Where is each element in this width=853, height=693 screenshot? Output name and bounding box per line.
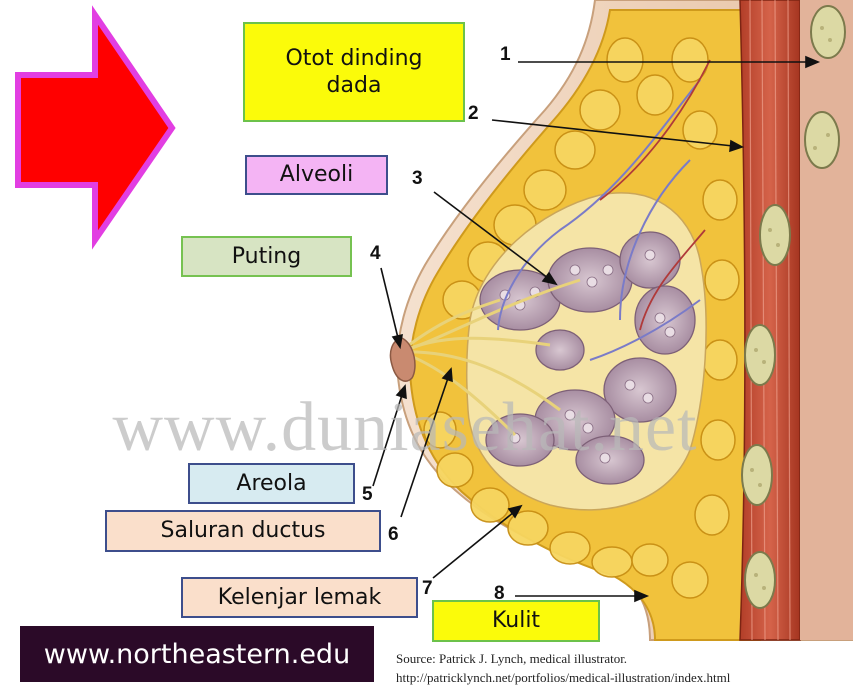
label-otot-dinding-dada: Otot dinding dada (243, 22, 465, 122)
red-arrow-icon (18, 15, 172, 240)
marker-number: 4 (370, 243, 381, 265)
marker-number: 8 (494, 583, 505, 605)
source-credit: Source: Patrick J. Lynch, medical illust… (396, 649, 730, 687)
label-puting: Puting (181, 236, 352, 277)
marker-number: 2 (468, 103, 479, 125)
source-line-1: Source: Patrick J. Lynch, medical illust… (396, 649, 730, 668)
label-kelenjar-lemak: Kelenjar lemak (181, 577, 418, 618)
marker-number: 7 (422, 578, 433, 600)
marker-number: 5 (362, 484, 373, 506)
label-saluran-ductus: Saluran ductus (105, 510, 381, 552)
marker-number: 6 (388, 524, 399, 546)
watermark-text: www.duniasehat.net (80, 388, 730, 468)
chest-muscle (740, 0, 800, 640)
label-kulit: Kulit (432, 600, 600, 642)
source-line-2: http://patricklynch.net/portfolios/medic… (396, 668, 730, 687)
marker-number: 3 (412, 168, 423, 190)
label-alveoli: Alveoli (245, 155, 388, 195)
marker-number: 1 (500, 44, 511, 66)
northeastern-banner: www.northeastern.edu (20, 626, 374, 682)
label-areola: Areola (188, 463, 355, 504)
